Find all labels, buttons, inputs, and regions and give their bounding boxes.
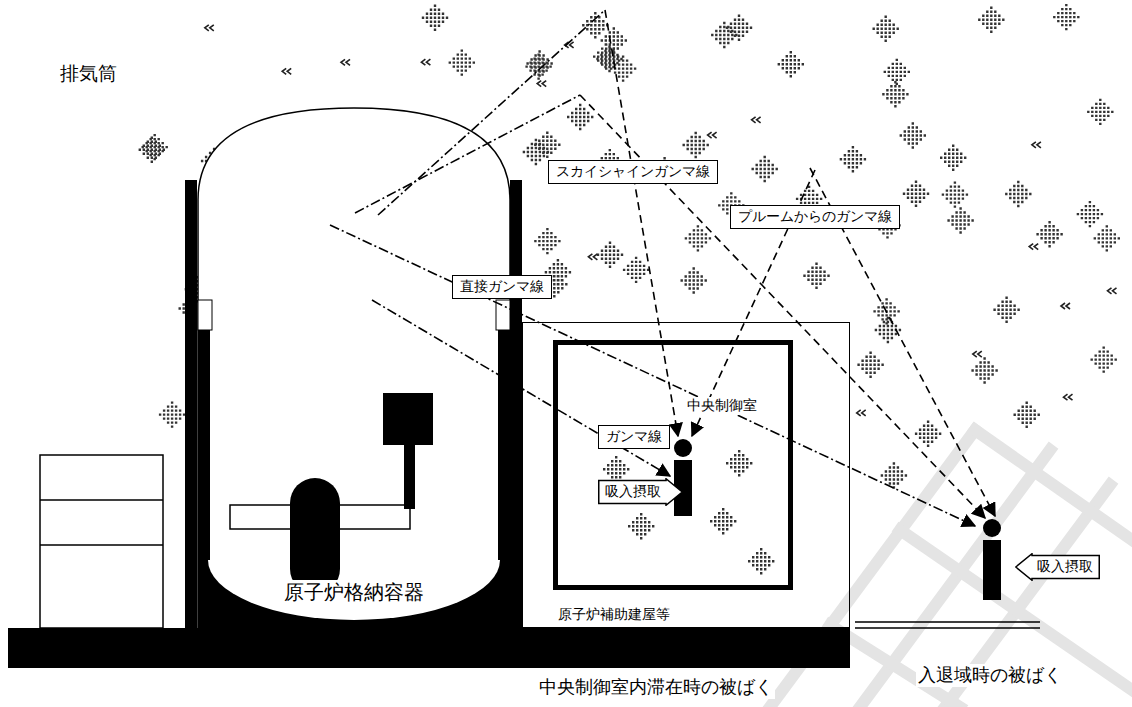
person-figures <box>674 439 1001 600</box>
gamma-rays-part <box>605 10 678 436</box>
node-label: 原子炉補助建屋等 <box>556 606 672 624</box>
containment-part <box>496 300 510 330</box>
direct-gamma-box: 直接ガンマ線 <box>452 275 552 299</box>
reactor-equipment <box>230 393 433 594</box>
block-arrow-shape-part <box>1016 554 1100 581</box>
caption-label: 入退域時の被ばく <box>916 664 1064 687</box>
box-label: ガンマ線 <box>606 428 662 446</box>
caption-label: 中央制御室内滞在時の被ばく <box>537 676 775 699</box>
box-label: プルームからのガンマ線 <box>738 208 892 226</box>
gamma-rays-part <box>355 95 580 213</box>
containment-part <box>198 560 510 628</box>
ground-slab-part <box>8 628 850 668</box>
gamma-rays-part <box>378 10 605 215</box>
containment-part <box>510 180 522 628</box>
inhalation-arrow: 吸入摂取 <box>598 478 683 506</box>
person-figures-part <box>674 439 692 457</box>
containment-part <box>198 108 510 628</box>
containment-vessel: 原子炉格納容器 <box>185 100 522 628</box>
gamma-rays <box>330 10 995 526</box>
stack-and-annex-part <box>40 500 163 545</box>
reactor-equipment-part <box>404 445 415 509</box>
node-label: 中央制御室 <box>685 397 759 415</box>
inhalation-arrow: 吸入摂取 <box>1015 553 1100 581</box>
box-label: 直接ガンマ線 <box>460 278 544 296</box>
gamma-label-box: ガンマ線 <box>598 425 670 449</box>
arrow-label: 吸入摂取 <box>605 483 661 501</box>
ground-slab <box>8 622 1040 668</box>
aux-building: 原子炉補助建屋等 中央制御室ガンマ線吸入摂取 <box>522 322 850 628</box>
box-label: スカイシャインガンマ線 <box>556 163 710 181</box>
containment <box>185 108 522 628</box>
plume-gamma-box: プルームからのガンマ線 <box>730 205 900 229</box>
gamma-rays-part <box>372 300 670 476</box>
reactor-equipment-part <box>290 478 340 594</box>
watermark-grid-part <box>900 530 1132 690</box>
skyshine-box: スカイシャインガンマ線 <box>548 160 718 184</box>
arrow-label: 吸入摂取 <box>1037 558 1093 576</box>
containment-part <box>208 560 500 620</box>
node-label: 原子炉格納容器 <box>282 580 426 605</box>
exhaust-stack: 排気筒 <box>163 115 185 628</box>
stack-and-annex-part <box>40 455 163 628</box>
control-room: 中央制御室ガンマ線吸入摂取 <box>553 340 793 590</box>
node-label: 排気筒 <box>58 62 119 86</box>
reactor-equipment-part <box>383 393 433 445</box>
ground-slab-part <box>855 622 1040 628</box>
gamma-rays-part <box>330 225 975 526</box>
block-arrow-shape-part <box>599 479 683 506</box>
stack-and-annex <box>40 455 163 628</box>
person-figures-part <box>983 540 1001 600</box>
containment-part <box>198 300 212 330</box>
gamma-rays-part <box>580 95 985 518</box>
person-figures-part <box>983 519 1001 537</box>
watermark-grid-part <box>975 430 1132 540</box>
containment-part <box>185 180 197 628</box>
